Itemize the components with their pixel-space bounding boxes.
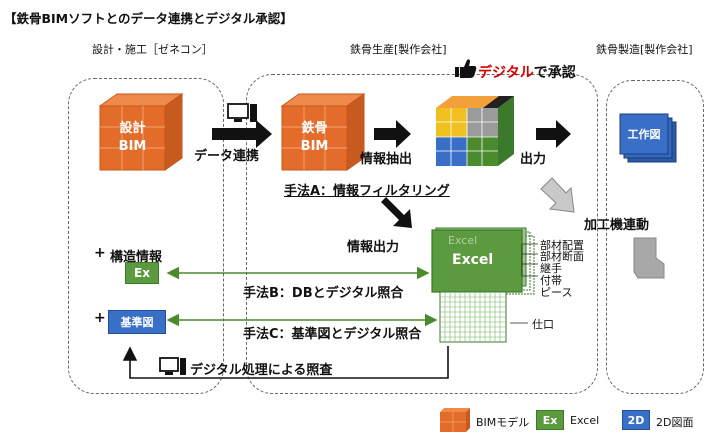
arrow-info-extract [374,120,411,148]
excel-item: 仕口 [532,318,554,331]
arrow-data-link [212,120,272,148]
structure-info-label: 構造情報 [110,250,163,265]
arrow-digital-check [122,346,449,379]
plus-sign-standard: + [94,310,106,326]
method-c-label: 手法C：基準図とデジタル照合 [243,327,422,342]
group-general-contractor [68,78,224,394]
plus-sign-structure: + [94,245,106,261]
excel-badge: Ex [125,262,159,284]
grid-sheet [439,291,507,343]
output-label: 出力 [520,152,547,167]
page-title: 【鉄骨BIMソフトとのデータ連携とデジタル承認】 [4,11,293,26]
computer-icon-check [159,357,186,375]
excel-item: 継手 [540,262,562,275]
thumbs-up-icon [455,59,477,78]
excel-item: 部材断面 [540,250,584,263]
filtered-data-cube [436,96,514,166]
computer-icon [227,103,257,122]
legend-excel-label: Excel [570,414,600,427]
steel-bim-cube [280,93,366,171]
group-steel-manufacturing [606,80,704,394]
excel-label: Excel [452,252,494,268]
method-a-label: 手法A：情報フィルタリング [284,184,450,199]
legend-bim-label: BIMモデル [476,416,530,429]
arrow-info-output [376,197,412,228]
machine-block-shape [633,237,665,279]
legend-2d-label: 2D図面 [656,416,694,429]
design-bim-cube [98,93,184,171]
arrow-machine-link [540,177,575,213]
excel-sheet [431,229,523,293]
legend-excel-badge: Ex [536,410,564,430]
info-output-label: 情報出力 [347,240,400,255]
digital-approval-heading: デジタルで承認 [478,65,576,81]
excel-ghost-label: Excel [448,234,478,247]
standard-drawing-badge: 基準図 [108,310,166,334]
work-drawing-page [619,113,669,155]
digital-check-label: デジタル処理による照査 [190,363,333,378]
method-b-label: 手法B：DBとデジタル照合 [243,286,404,301]
legend-bim-cube-icon [440,408,470,432]
group-steel-production [246,74,598,394]
excel-item: ピース [540,286,573,299]
column-header-general-contractor: 設計・施工［ゼネコン］ [92,43,213,56]
data-link-label: データ連携 [194,149,260,164]
column-header-steel-production: 鉄骨生産[製作会社] [350,43,447,56]
excel-item: 付帯 [540,274,562,287]
excel-item: 部材配置 [540,239,584,252]
info-extract-label: 情報抽出 [360,152,413,167]
column-header-steel-manufacturing: 鉄骨製造[製作会社] [596,43,693,56]
machine-link-label: 加工機連動 [584,218,650,233]
work-drawing-label: 工作図 [627,128,661,141]
legend-2d-badge: 2D [622,410,650,430]
arrow-output [536,120,571,148]
